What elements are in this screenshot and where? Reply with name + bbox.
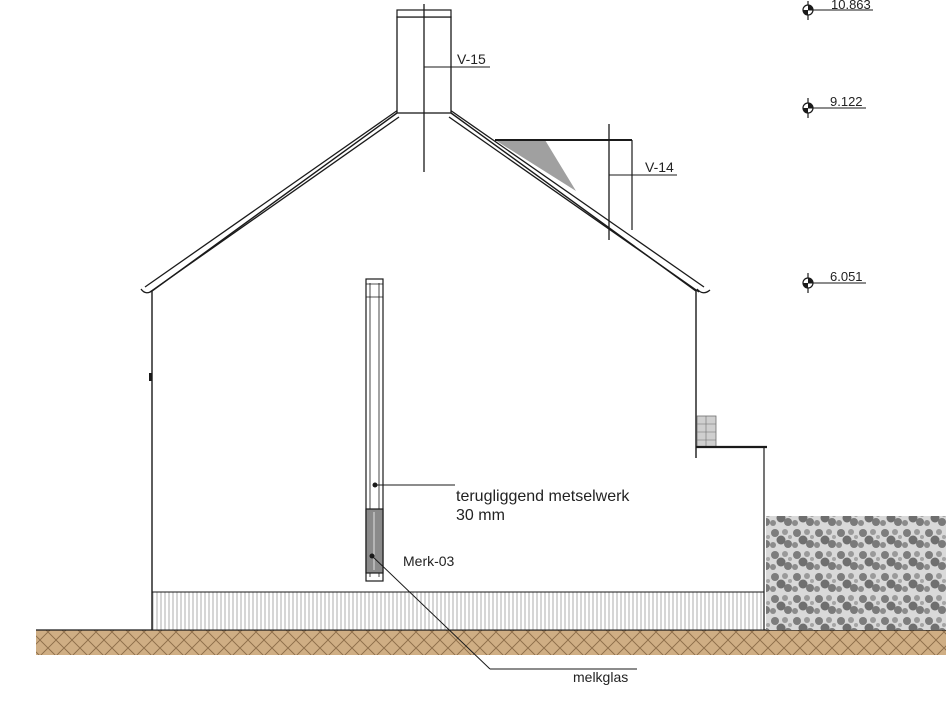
- chimney-callout-label: V-15: [457, 51, 486, 67]
- dormer: [495, 124, 633, 240]
- dormer-callout-label: V-14: [645, 159, 674, 175]
- roof-edge-right: [448, 109, 705, 293]
- glass-callout-line: [371, 555, 491, 670]
- level-ridge-label: 9.122: [830, 94, 863, 109]
- glass-callout-label: melkglas: [573, 669, 628, 685]
- gutter-left: [140, 288, 154, 294]
- level-top-label: 10.863: [831, 0, 871, 12]
- level-marker-eaves: [802, 273, 866, 293]
- wall-fixture: [149, 373, 152, 381]
- side-annex: [696, 415, 767, 449]
- hedge: [766, 516, 946, 630]
- recessed-callout-depth: 30 mm: [456, 507, 505, 524]
- plinth-band: [151, 591, 765, 631]
- window-slot: [365, 278, 384, 582]
- level-eaves-label: 6.051: [830, 269, 863, 284]
- gutter-right: [696, 288, 711, 294]
- chimney: [396, 4, 452, 172]
- recessed-callout-label: terugliggend metselwerk: [456, 488, 630, 505]
- level-marker-top: [802, 1, 873, 20]
- brand-callout-label: Merk-03: [403, 553, 455, 569]
- ground-hatch: [36, 630, 946, 655]
- roof-edge-left: [144, 109, 400, 293]
- level-marker-ridge: [802, 98, 866, 118]
